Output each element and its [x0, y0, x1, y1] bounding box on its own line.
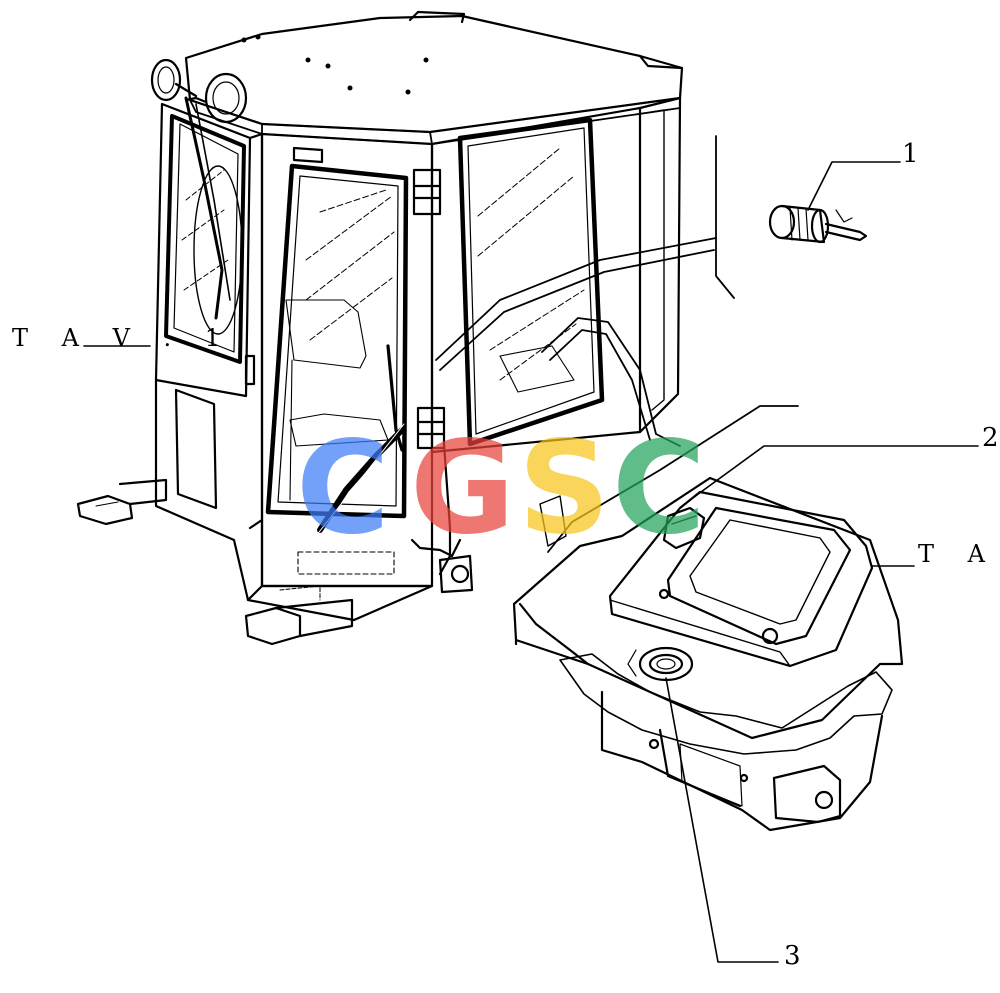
tank-bracket	[772, 764, 842, 824]
hose-lower-2	[549, 329, 651, 441]
hose-upper-2	[439, 249, 715, 371]
cab-step-left	[76, 478, 168, 526]
watermark-letter: C	[612, 414, 706, 563]
tank-mount-plate-flange	[514, 602, 590, 666]
tank-fixing-hole-2	[739, 773, 749, 783]
work-light-right	[184, 72, 248, 124]
cab-lower-body	[154, 378, 434, 622]
cab-door-handle	[410, 538, 462, 558]
watermark-letter: C	[296, 414, 390, 563]
front-wiper-blade-outline	[315, 423, 405, 537]
washer-tank	[512, 476, 904, 832]
leader-lines	[83, 161, 979, 963]
cab-front-pillar	[248, 132, 264, 530]
lid-screw-2	[658, 588, 670, 600]
cab-door-glass-inner	[277, 175, 399, 507]
cab-roof-rim	[408, 10, 466, 24]
side-glass-reflections	[181, 169, 229, 291]
side-handle	[244, 354, 256, 386]
callout-label-1: 1	[902, 139, 919, 169]
lid-screw	[761, 627, 779, 645]
cab-door-latch-rod	[438, 442, 452, 576]
rear-wiper-arm	[184, 96, 224, 320]
cab-roof-edge	[189, 97, 681, 145]
tank-cap	[662, 506, 706, 550]
cab-lower-recess	[174, 388, 218, 510]
frame-rail	[715, 135, 735, 299]
leader-1	[807, 161, 901, 211]
rear-glass-reflections	[477, 147, 585, 381]
frame-rail-lower	[547, 405, 799, 553]
watermark-letter: G	[410, 414, 515, 563]
washer-pump	[768, 204, 868, 244]
leader-2	[689, 445, 979, 501]
tank-fixing-hole	[648, 738, 660, 750]
frame-bracket	[539, 495, 567, 547]
tank-reservoir-panel	[679, 743, 743, 807]
cab-rear-corner	[638, 96, 682, 434]
door-glass-reflections	[305, 189, 395, 341]
door-top-vent	[292, 146, 324, 164]
cab-side-pillar	[154, 102, 252, 398]
front-wiper-arm	[386, 344, 404, 452]
cab-tow-eye	[438, 554, 474, 594]
reference-label-right: T A V	[918, 540, 1000, 568]
tank-body-top-ridge	[609, 599, 791, 667]
operator-cab	[76, 10, 684, 646]
tank-lid-inner	[689, 519, 831, 625]
callout-label-2: 2	[982, 423, 999, 453]
washer-hoses	[435, 135, 799, 553]
watermark: C G S C	[296, 414, 706, 563]
work-light-left	[150, 58, 198, 102]
filler-grommet	[627, 646, 694, 682]
hose-upper	[435, 237, 717, 361]
reference-label-left: T A V . 1	[12, 324, 233, 352]
tank-gasket	[559, 653, 893, 755]
cab-side-window-frame	[164, 114, 246, 364]
cab-interior	[285, 299, 389, 501]
rear-interior	[499, 345, 575, 393]
door-hinge-upper	[412, 168, 442, 216]
tank-lid	[666, 506, 852, 646]
cab-rear-window-frame	[457, 117, 605, 447]
tank-reservoir	[600, 690, 884, 832]
cab-side-window-inner	[173, 123, 239, 353]
cab-base-panel	[246, 518, 434, 602]
hose-lower	[541, 317, 681, 447]
leader-3	[665, 677, 779, 963]
cab-door-glass-frame	[265, 163, 409, 519]
cab-step-right	[244, 585, 354, 646]
cab-base-hatch	[297, 551, 395, 575]
tank-reservoir-side	[658, 728, 742, 808]
callout-label-3: 3	[784, 941, 801, 971]
cab-roof-vent	[638, 54, 684, 70]
watermark-letter: S	[518, 414, 610, 563]
roof-rivets	[241, 34, 429, 95]
rear-wiper-arc	[193, 165, 243, 335]
rear-wiper-blade	[195, 103, 231, 301]
cab-rear-corner-detail	[651, 109, 665, 411]
cab-rear-window-inner	[467, 127, 595, 435]
